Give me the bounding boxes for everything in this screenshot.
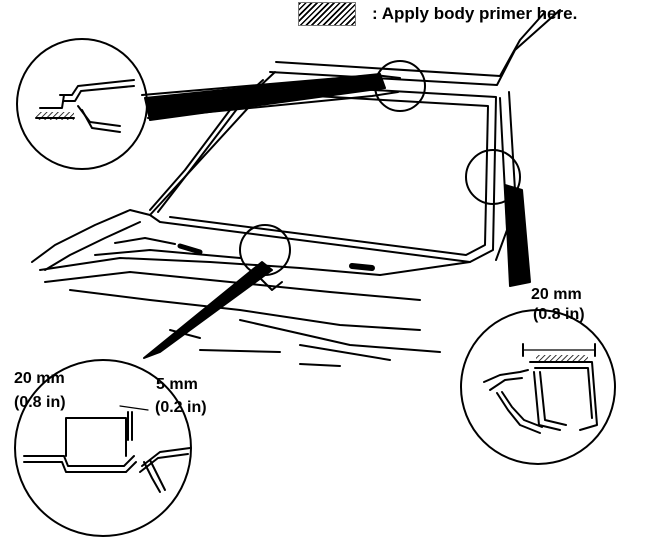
left-dimension-in: (0.8 in): [14, 394, 66, 411]
left-dimension-mm: 20 mm: [14, 370, 65, 387]
legend-text: : Apply body primer here.: [372, 4, 578, 23]
right-dimension-mm: 20 mm: [531, 286, 582, 303]
leader-top: [144, 73, 386, 121]
car-body: [31, 9, 561, 367]
leader-bottom: [143, 261, 273, 359]
right-dimension-in: (0.8 in): [533, 306, 585, 323]
inset-right: [460, 309, 616, 465]
gap-dimension-in: (0.2 in): [155, 399, 207, 416]
primer-hatch-swatch: [298, 2, 356, 26]
leader-right: [504, 184, 531, 287]
gap-dimension-mm: 5 mm: [156, 376, 198, 393]
inset-bottom-left: [14, 359, 192, 537]
detail-circle-right: [465, 149, 521, 205]
